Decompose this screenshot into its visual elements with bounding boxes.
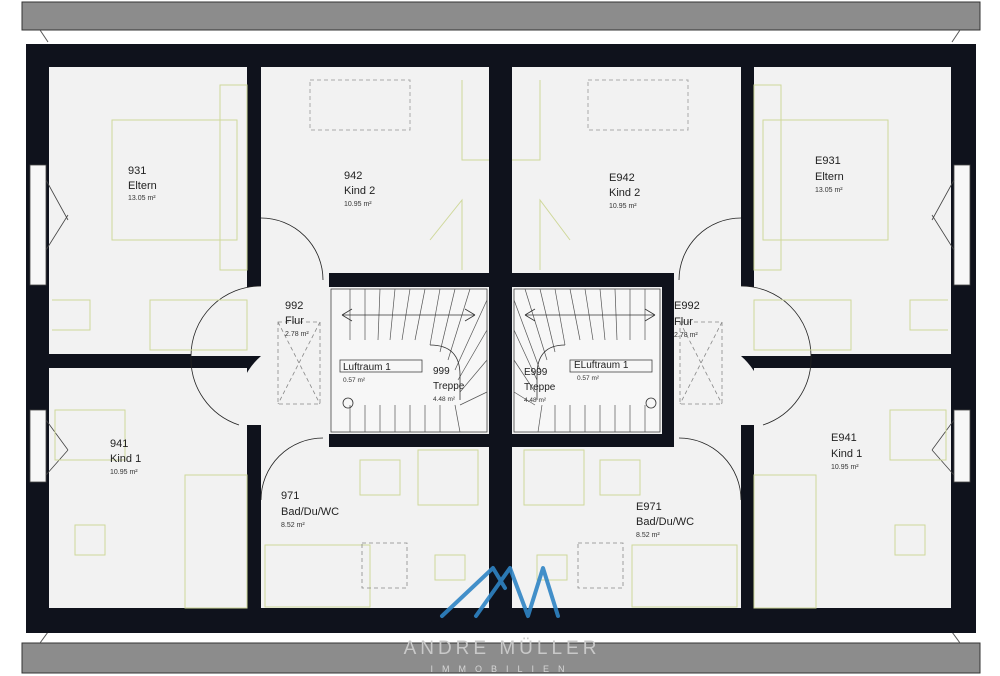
logo-mark (440, 566, 560, 618)
logo-watermark: ANDRE MÜLLER IMMOBILIEN (404, 566, 601, 674)
svg-text:941: 941 (110, 438, 128, 450)
svg-text:4.48 m²: 4.48 m² (524, 397, 547, 404)
svg-text:E942: E942 (609, 172, 635, 184)
svg-text:2.78 m²: 2.78 m² (285, 331, 309, 338)
stair-left-labels: Luftraum 1 0.57 m² 999 Treppe 4.48 m² (343, 362, 465, 403)
stair-left (330, 288, 488, 433)
roof-overhang-bottom (21, 642, 981, 674)
svg-text:4.48 m²: 4.48 m² (433, 396, 456, 403)
room-e992-label: E992 Flur 2.78 m² (674, 300, 700, 339)
svg-text:10.95 m²: 10.95 m² (609, 203, 637, 210)
svg-text:ELuftraum 1: ELuftraum 1 (574, 360, 629, 371)
svg-text:13.05 m²: 13.05 m² (815, 187, 843, 194)
svg-text:Kind 1: Kind 1 (831, 448, 862, 460)
svg-text:Kind 2: Kind 2 (609, 187, 640, 199)
svg-text:10.95 m²: 10.95 m² (344, 201, 372, 208)
door-swings (190, 217, 812, 501)
svg-text:E931: E931 (815, 155, 841, 167)
svg-text:E992: E992 (674, 300, 700, 312)
svg-text:8.52 m²: 8.52 m² (636, 532, 660, 539)
svg-text:Kind 2: Kind 2 (344, 185, 375, 197)
svg-text:Treppe: Treppe (524, 382, 556, 393)
svg-text:2.78 m²: 2.78 m² (674, 332, 698, 339)
roof-edge-marks (39, 29, 961, 644)
room-e931-label: E931 Eltern 13.05 m² (815, 155, 844, 194)
room-942-label: 942 Kind 2 10.95 m² (344, 170, 375, 208)
svg-text:Treppe: Treppe (433, 381, 465, 392)
svg-text:999: 999 (433, 366, 450, 377)
svg-text:E999: E999 (524, 367, 548, 378)
room-931-label: 931 Eltern 13.05 m² (128, 165, 157, 202)
svg-text:Flur: Flur (285, 315, 304, 327)
room-941-label: 941 Kind 1 10.95 m² (110, 438, 141, 476)
furniture-outlines (52, 79, 948, 609)
svg-text:931: 931 (128, 165, 146, 177)
svg-text:10.95 m²: 10.95 m² (831, 464, 859, 471)
roof-overhang-top (21, 1, 981, 31)
svg-text:8.52 m²: 8.52 m² (281, 522, 305, 529)
stair-right-labels: ELuftraum 1 0.57 m² E999 Treppe 4.48 m² (524, 360, 629, 404)
svg-text:ANDRE MÜLLER: ANDRE MÜLLER (404, 638, 601, 659)
svg-text:13.05 m²: 13.05 m² (128, 195, 156, 202)
dashed-outlines (277, 321, 723, 589)
svg-text:10.95 m²: 10.95 m² (110, 469, 138, 476)
room-971-label: 971 Bad/Du/WC 8.52 m² (281, 490, 339, 529)
svg-text:0.57 m²: 0.57 m² (343, 377, 366, 384)
room-992-label: 992 Flur 2.78 m² (285, 300, 309, 338)
room-e942-label: E942 Kind 2 10.95 m² (609, 172, 640, 210)
room-floors (49, 67, 951, 608)
room-e941-label: E941 Kind 1 10.95 m² (831, 432, 862, 471)
svg-text:0.57 m²: 0.57 m² (577, 375, 600, 382)
svg-text:IMMOBILIEN: IMMOBILIEN (430, 664, 573, 674)
svg-text:Bad/Du/WC: Bad/Du/WC (281, 506, 339, 518)
svg-text:992: 992 (285, 300, 303, 312)
stair-right (513, 288, 661, 433)
svg-text:Flur: Flur (674, 316, 693, 328)
svg-text:E971: E971 (636, 501, 662, 513)
windows (29, 164, 971, 483)
svg-text:E941: E941 (831, 432, 857, 444)
svg-text:Bad/Du/WC: Bad/Du/WC (636, 516, 694, 528)
svg-text:942: 942 (344, 170, 362, 182)
room-e971-label: E971 Bad/Du/WC 8.52 m² (636, 501, 694, 539)
svg-text:Eltern: Eltern (815, 171, 844, 183)
svg-text:Luftraum 1: Luftraum 1 (343, 362, 391, 373)
svg-text:971: 971 (281, 490, 299, 502)
svg-text:Kind 1: Kind 1 (110, 453, 141, 465)
svg-text:Eltern: Eltern (128, 180, 157, 192)
